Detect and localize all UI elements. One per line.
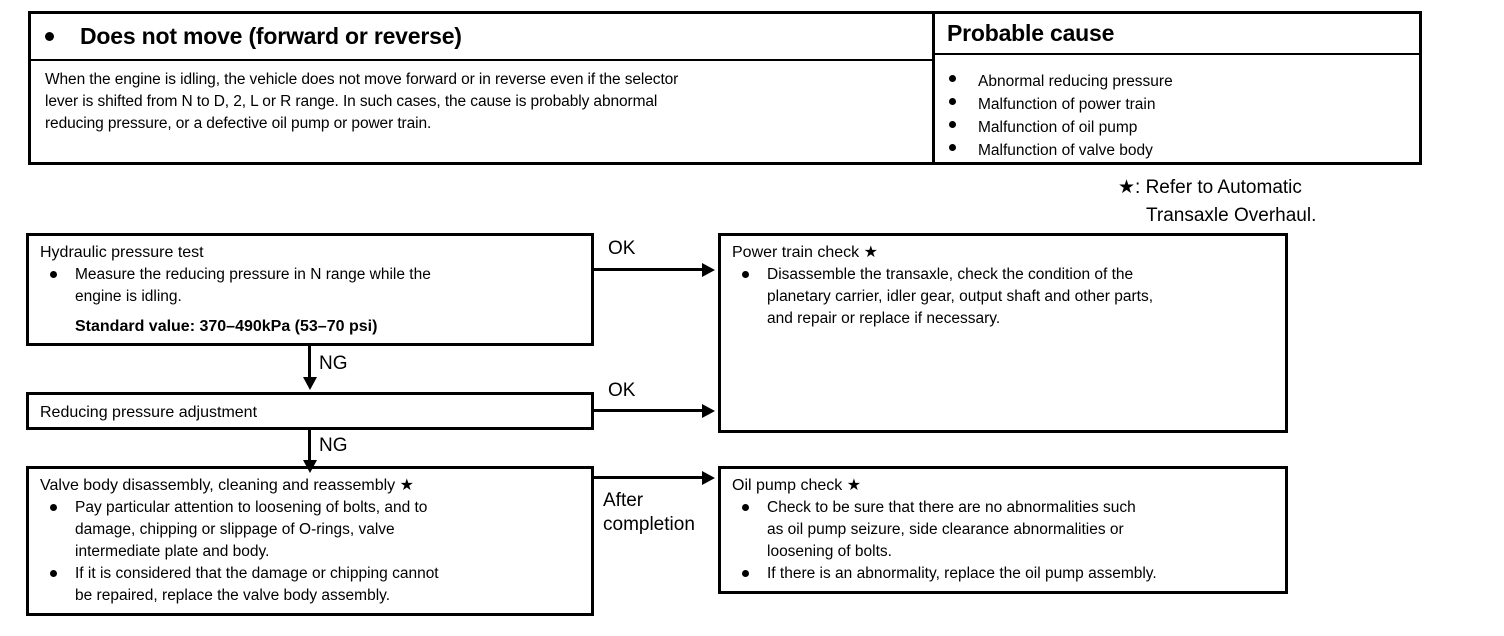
- bullet-text: Pay particular attention to loosening of…: [75, 497, 581, 563]
- bullet-line: Pay particular attention to loosening of…: [75, 499, 428, 516]
- connector-label-ng-first: NG: [319, 353, 348, 374]
- bullet-text: Disassemble the transaxle, check the con…: [767, 264, 1275, 330]
- connector-ok-second-line: [594, 409, 704, 412]
- box-bullet-list: Disassemble the transaxle, check the con…: [732, 264, 1275, 330]
- bullet-line: loosening of bolts.: [767, 543, 892, 560]
- flow-box-reducing-pressure-adjustment: Reducing pressure adjustment: [26, 392, 594, 430]
- description-line: reducing pressure, or a defective oil pu…: [45, 115, 432, 132]
- connector-ng-first-line: [308, 346, 311, 379]
- bullet-line: as oil pump seizure, side clearance abno…: [767, 521, 1124, 538]
- cause-label: Abnormal reducing pressure: [978, 73, 1173, 90]
- box-bullet-list: Measure the reducing pressure in N range…: [40, 264, 581, 308]
- bullet-line: engine is idling.: [75, 288, 182, 305]
- flow-box-valve-body-disassembly: Valve body disassembly, cleaning and rea…: [26, 466, 594, 616]
- list-item: Pay particular attention to loosening of…: [40, 497, 581, 563]
- probable-cause-header: Probable cause: [935, 14, 1419, 55]
- description-line: lever is shifted from N to D, 2, L or R …: [45, 93, 658, 110]
- flow-box-power-train-check: Power train check ★ Disassemble the tran…: [718, 233, 1288, 433]
- arrow-right-icon: [702, 404, 715, 418]
- probable-cause-body: Abnormal reducing pressure Malfunction o…: [935, 55, 1419, 162]
- symptom-description: When the engine is idling, the vehicle d…: [31, 61, 932, 162]
- bullet-line: Check to be sure that there are no abnor…: [767, 499, 1136, 516]
- bullet-line: planetary carrier, idler gear, output sh…: [767, 288, 1154, 305]
- standard-value: Standard value: 370–490kPa (53–70 psi): [75, 318, 378, 335]
- connector-ok-top-line: [594, 268, 704, 271]
- list-item: Malfunction of power train: [949, 93, 1405, 116]
- list-item: Check to be sure that there are no abnor…: [732, 497, 1275, 563]
- symptom-column: Does not move (forward or reverse) When …: [31, 14, 935, 162]
- symptom-title: Does not move (forward or reverse): [80, 23, 462, 49]
- cause-label: Malfunction of power train: [978, 96, 1156, 113]
- list-item: Malfunction of valve body: [949, 139, 1405, 162]
- box-bullet-list: Check to be sure that there are no abnor…: [732, 497, 1275, 585]
- arrow-down-icon: [303, 460, 317, 473]
- bullet-line: and repair or replace if necessary.: [767, 310, 1001, 327]
- bullet-text: If it is considered that the damage or c…: [75, 563, 581, 607]
- bullet-line: intermediate plate and body.: [75, 543, 270, 560]
- bullet-text: Measure the reducing pressure in N range…: [75, 264, 581, 308]
- box-title: Hydraulic pressure test: [40, 244, 204, 261]
- bullet-icon: [45, 32, 54, 41]
- bullet-icon: [949, 144, 956, 151]
- bullet-line: damage, chipping or slippage of O-rings,…: [75, 521, 395, 538]
- box-title: Power train check ★: [732, 244, 878, 261]
- probable-cause-column: Probable cause Abnormal reducing pressur…: [935, 14, 1419, 162]
- after-completion-line-2: completion: [603, 514, 695, 535]
- symptom-table: Does not move (forward or reverse) When …: [28, 11, 1422, 165]
- list-item: If it is considered that the damage or c…: [40, 563, 581, 607]
- connector-label-after-completion: After completion: [603, 489, 713, 537]
- box-title: Oil pump check ★: [732, 477, 862, 494]
- probable-cause-title: Probable cause: [947, 20, 1115, 46]
- list-item: Disassemble the transaxle, check the con…: [732, 264, 1275, 330]
- bullet-icon: [50, 570, 57, 577]
- flow-box-oil-pump-check: Oil pump check ★ Check to be sure that t…: [718, 466, 1288, 594]
- bullet-line: Disassemble the transaxle, check the con…: [767, 266, 1134, 283]
- flow-box-hydraulic-pressure-test: Hydraulic pressure test Measure the redu…: [26, 233, 594, 346]
- bullet-text: Check to be sure that there are no abnor…: [767, 497, 1275, 563]
- connector-after-completion-line: [594, 476, 704, 479]
- bullet-icon: [742, 570, 749, 577]
- bullet-icon: [949, 75, 956, 82]
- footnote-line-2: Transaxle Overhaul.: [1146, 205, 1317, 226]
- arrow-right-icon: [702, 471, 715, 485]
- cause-list: Abnormal reducing pressure Malfunction o…: [949, 63, 1405, 162]
- after-completion-line-1: After: [603, 490, 644, 511]
- description-line: When the engine is idling, the vehicle d…: [45, 71, 679, 88]
- arrow-down-icon: [303, 377, 317, 390]
- footnote: ★: Refer to Automatic Transaxle Overhaul…: [1118, 174, 1418, 230]
- bullet-line: If it is considered that the damage or c…: [75, 565, 439, 582]
- cause-label: Malfunction of oil pump: [978, 119, 1138, 136]
- bullet-icon: [742, 271, 749, 278]
- cause-label: Malfunction of valve body: [978, 142, 1153, 159]
- bullet-icon: [50, 504, 57, 511]
- bullet-line: Measure the reducing pressure in N range…: [75, 266, 431, 283]
- bullet-icon: [742, 504, 749, 511]
- box-bullet-list: Pay particular attention to loosening of…: [40, 497, 581, 607]
- arrow-right-icon: [702, 263, 715, 277]
- bullet-line: be repaired, replace the valve body asse…: [75, 587, 391, 604]
- connector-label-ok-top: OK: [608, 238, 636, 259]
- bullet-icon: [50, 271, 57, 278]
- list-item: If there is an abnormality, replace the …: [732, 563, 1275, 585]
- list-item: Malfunction of oil pump: [949, 116, 1405, 139]
- connector-label-ok-second: OK: [608, 380, 636, 401]
- list-item: Measure the reducing pressure in N range…: [40, 264, 581, 308]
- symptom-header: Does not move (forward or reverse): [31, 14, 932, 61]
- connector-ng-second-line: [308, 430, 311, 463]
- box-title: Valve body disassembly, cleaning and rea…: [40, 477, 414, 494]
- footnote-line-1: ★: Refer to Automatic: [1118, 177, 1302, 198]
- bullet-line: If there is an abnormality, replace the …: [767, 565, 1157, 582]
- bullet-icon: [949, 98, 956, 105]
- bullet-text: If there is an abnormality, replace the …: [767, 563, 1275, 585]
- bullet-icon: [949, 121, 956, 128]
- connector-label-ng-second: NG: [319, 435, 348, 456]
- list-item: Abnormal reducing pressure: [949, 70, 1405, 93]
- box-title: Reducing pressure adjustment: [40, 404, 258, 421]
